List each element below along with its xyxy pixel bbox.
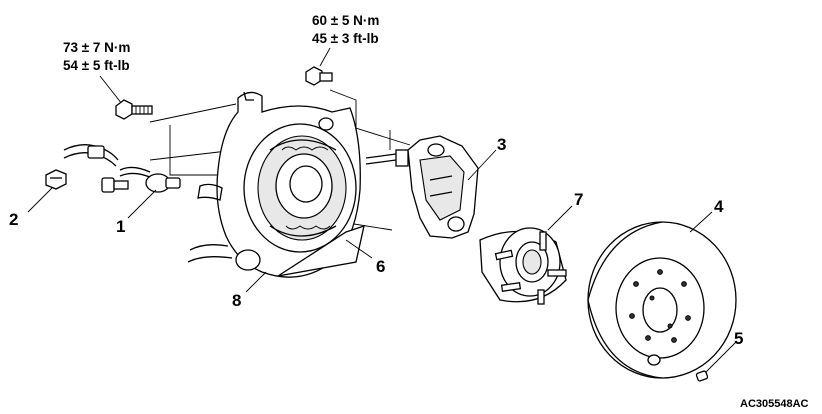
part-5-screw [695, 370, 709, 382]
callout-5: 5 [734, 329, 743, 348]
figure-id: AC305548AC [740, 398, 809, 410]
caliper-bracket-bolt [115, 99, 153, 120]
callout-leaders [27, 149, 737, 373]
callout-2: 2 [9, 210, 18, 229]
torque-left-imperial: 54 ± 5 ft-lb [63, 58, 130, 73]
part-3-brake-caliper [407, 135, 479, 239]
callout-8: 8 [232, 291, 241, 310]
torque-left-leader [99, 75, 123, 105]
part-2-bolt [45, 169, 67, 190]
torque-left-metric: 73 ± 7 N·m [63, 40, 130, 55]
torque-top-imperial: 45 ± 3 ft-lb [312, 31, 379, 46]
part-7-hub-bearing [479, 227, 567, 305]
top-bolt [305, 66, 333, 86]
sensor-cable [63, 144, 153, 179]
part-6-brake-shoes [243, 117, 365, 277]
torque-spec-left: 73 ± 7 N·m 54 ± 5 ft-lb [63, 40, 130, 73]
torque-spec-top: 60 ± 5 N·m 45 ± 3 ft-lb [312, 13, 379, 46]
callout-6: 6 [376, 257, 385, 276]
callout-4: 4 [714, 197, 724, 216]
torque-top-metric: 60 ± 5 N·m [312, 13, 379, 28]
part-1-speed-sensor [101, 173, 181, 193]
torque-top-leader [319, 47, 331, 67]
exploded-view-guides [149, 89, 411, 231]
callout-1: 1 [116, 217, 125, 236]
brake-hose-fitting [365, 149, 409, 167]
callout-3: 3 [497, 135, 506, 154]
part-4-brake-disc [587, 221, 737, 379]
callout-7: 7 [574, 190, 583, 209]
